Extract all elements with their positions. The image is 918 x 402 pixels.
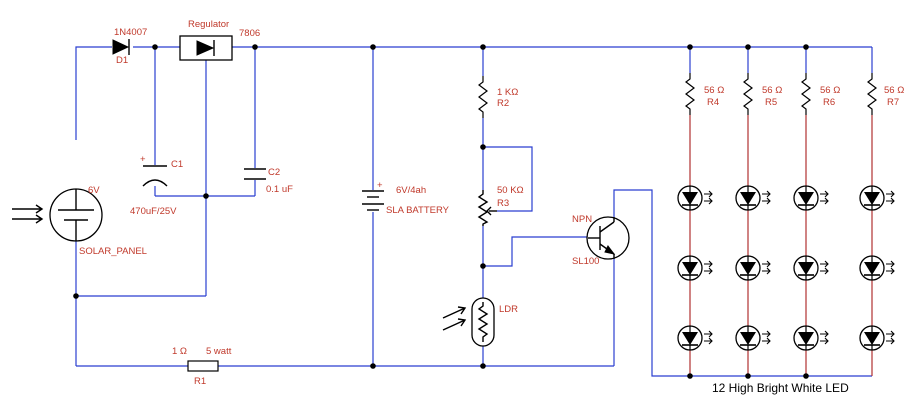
- ldr: [442, 297, 495, 347]
- c2-ref: C2: [268, 167, 280, 178]
- solar-panel: [12, 188, 103, 242]
- potentiometer-r3: [477, 190, 497, 226]
- r5-ref: R5: [765, 97, 777, 108]
- r6-ref: R6: [823, 97, 835, 108]
- capacitor-c2: [244, 168, 266, 180]
- regulator-label: Regulator: [188, 19, 229, 30]
- junction-dots: [73, 44, 809, 379]
- led-9: [677, 325, 713, 351]
- r4-value: 56 Ω: [704, 85, 724, 96]
- r5-value: 56 Ω: [762, 85, 782, 96]
- battery-value: 6V/4ah: [396, 185, 426, 196]
- npn-transistor: [586, 216, 630, 260]
- diode-d1: [112, 39, 130, 55]
- component-leads: [689, 115, 873, 376]
- c2-value: 0.1 uF: [266, 184, 293, 195]
- c1-ref: C1: [171, 159, 183, 170]
- led-3: [793, 185, 829, 211]
- led-11: [793, 325, 829, 351]
- regulator-part: 7806: [239, 28, 260, 39]
- resistor-r7: [867, 72, 877, 116]
- sla-battery: [362, 190, 384, 211]
- r1-value: 1 Ω: [172, 346, 187, 357]
- led-1: [677, 185, 713, 211]
- diode-ref: D1: [116, 55, 128, 66]
- c1-plus: +: [140, 154, 146, 165]
- r1-ref: R1: [194, 376, 206, 387]
- transistor-type: NPN: [572, 214, 592, 225]
- led-12: [859, 325, 895, 351]
- r2-ref: R2: [497, 98, 509, 109]
- c1-value: 470uF/25V: [130, 206, 177, 217]
- battery-plus: +: [377, 180, 383, 191]
- r7-value: 56 Ω: [884, 85, 904, 96]
- led-7: [793, 255, 829, 281]
- transistor-part: SL100: [572, 256, 599, 267]
- r6-value: 56 Ω: [820, 85, 840, 96]
- r3-ref: R3: [497, 198, 509, 209]
- resistor-r4: [685, 72, 695, 116]
- r2-value: 1 KΩ: [497, 87, 518, 98]
- resistor-r1: [187, 360, 219, 372]
- led-caption: 12 High Bright White LED: [712, 381, 849, 395]
- led-4: [859, 185, 895, 211]
- diode-label: 1N4007: [114, 27, 147, 38]
- r1-power: 5 watt: [206, 346, 232, 357]
- led-6: [735, 255, 771, 281]
- solar-voltage: 6V: [88, 185, 100, 196]
- led-10: [735, 325, 771, 351]
- led-2: [735, 185, 771, 211]
- led-5: [677, 255, 713, 281]
- regulator-7806: [179, 35, 233, 61]
- resistor-r6: [801, 72, 811, 116]
- ldr-label: LDR: [499, 304, 518, 315]
- led-8: [859, 255, 895, 281]
- r3-value: 50 KΩ: [497, 185, 524, 196]
- battery-name: SLA BATTERY: [386, 205, 450, 216]
- wires: [75, 46, 873, 377]
- r4-ref: R4: [707, 97, 719, 108]
- solar-name: SOLAR_PANEL: [79, 246, 147, 257]
- led-array: [677, 185, 895, 351]
- capacitor-c1: [142, 165, 168, 187]
- r7-ref: R7: [887, 97, 899, 108]
- resistor-r5: [743, 72, 753, 116]
- resistor-r2: [478, 75, 488, 119]
